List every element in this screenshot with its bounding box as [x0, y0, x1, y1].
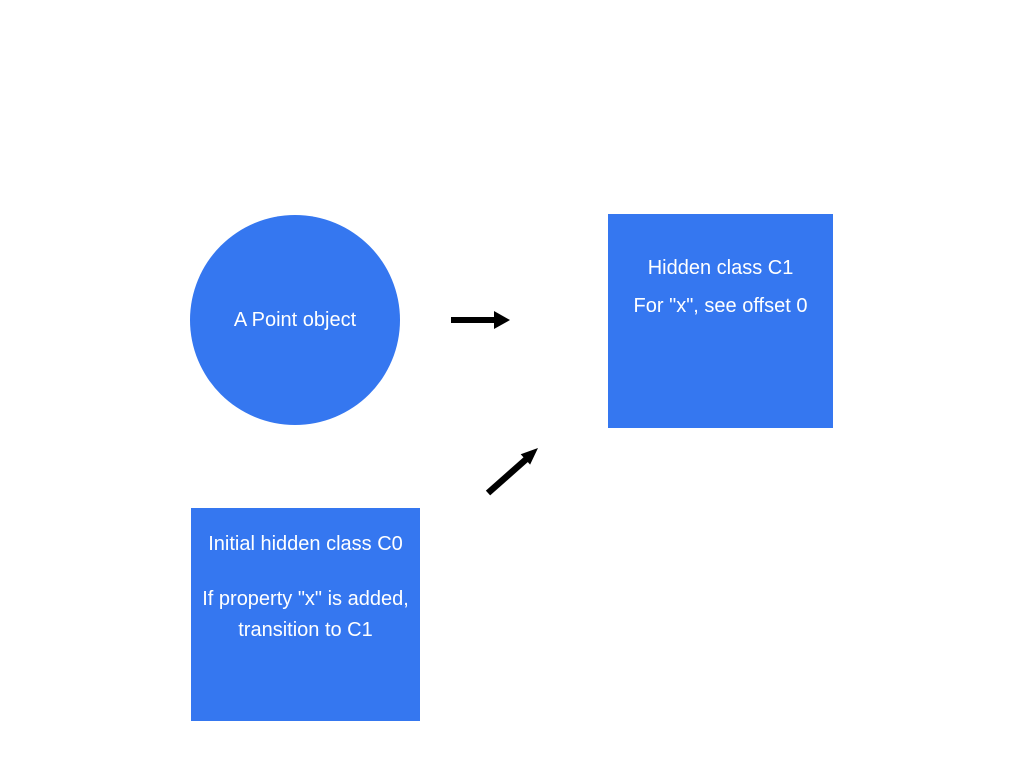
initial-class-c0-detail-line2: transition to C1	[238, 619, 373, 641]
point-object-node: A Point object	[190, 215, 400, 425]
initial-class-c0-title: Initial hidden class C0	[208, 533, 403, 555]
point-object-label: A Point object	[233, 308, 357, 331]
arrow-up-right-icon	[485, 448, 538, 496]
arrow-right-icon	[451, 311, 510, 329]
hidden-class-c1-detail: For "x", see offset 0	[633, 295, 808, 317]
hidden-class-c1-node: Hidden class C1 For "x", see offset 0	[608, 214, 833, 428]
initial-class-c0-detail-line1: If property "x" is added,	[202, 588, 409, 610]
hidden-class-c1-title: Hidden class C1	[647, 257, 794, 279]
initial-class-c0-node: Initial hidden class C0 If property "x" …	[191, 508, 420, 721]
